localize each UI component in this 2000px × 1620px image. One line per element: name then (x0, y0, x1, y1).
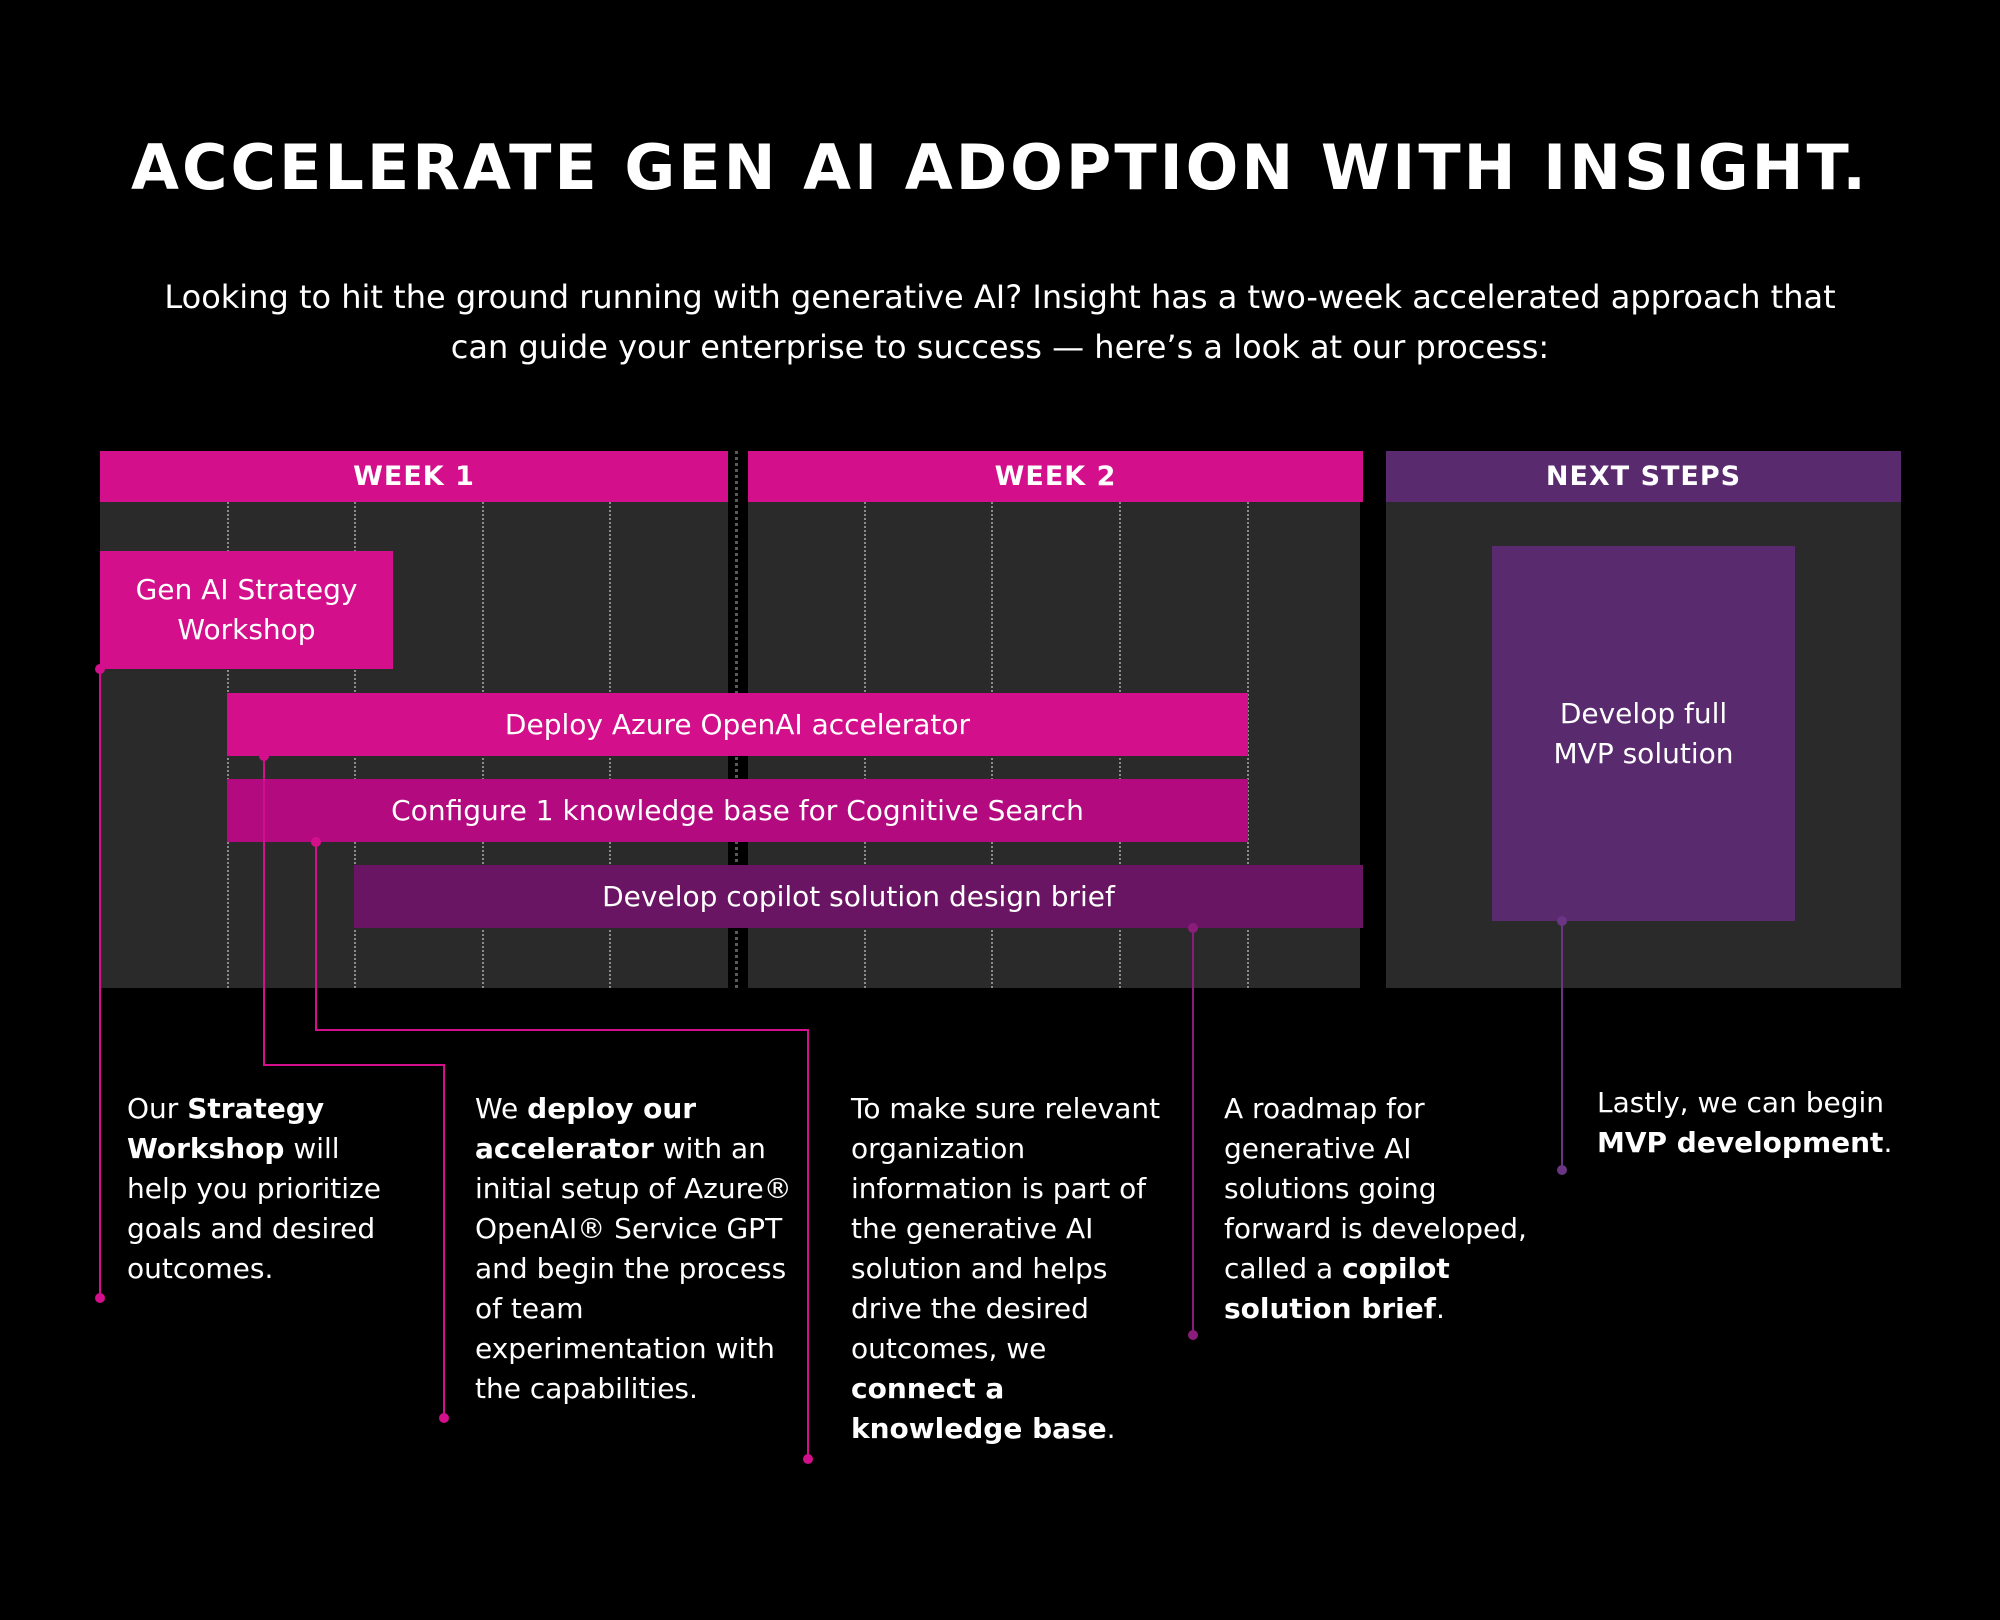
configure-knowledge-base-bar: Configure 1 knowledge base for Cognitive… (227, 779, 1248, 842)
next-steps-header: NEXT STEPS (1386, 451, 1901, 502)
mvp-description: Lastly, we can begin MVP development. (1597, 1086, 1893, 1159)
connector-dot (259, 751, 269, 761)
connector-dot (311, 837, 321, 847)
week2-header: WEEK 2 (748, 451, 1363, 502)
deploy-connector (263, 756, 445, 1418)
deploy-accelerator-bar: Deploy Azure OpenAI accelerator (227, 693, 1248, 756)
page-title: ACCELERATE GEN AI ADOPTION WITH INSIGHT. (131, 131, 1869, 204)
week1-header: WEEK 1 (100, 451, 728, 502)
connector-dot (95, 1293, 105, 1303)
brief-description: A roadmap for generative AI solutions go… (1224, 1092, 1527, 1325)
configure-connector (315, 842, 809, 1459)
copilot-design-brief-bar: Develop copilot solution design brief (354, 865, 1363, 928)
connector-dot (803, 1454, 813, 1464)
mvp-solution-bar: Develop full MVP solution (1492, 546, 1795, 921)
connector-dot (1188, 1330, 1198, 1340)
gridline (1247, 502, 1249, 988)
strategy-workshop-bar: Gen AI Strategy Workshop (100, 551, 393, 669)
connector-dot (439, 1413, 449, 1423)
connector-dot (1557, 916, 1567, 926)
connector-dot (95, 664, 105, 674)
workshop-description: Our Strategy Workshop will help you prio… (127, 1092, 381, 1285)
deploy-description: We deploy our accelerator with an initia… (475, 1092, 792, 1405)
connector-dot (1557, 1165, 1567, 1175)
intro-text: Looking to hit the ground running with g… (164, 278, 1836, 366)
configure-description: To make sure relevant organization infor… (851, 1092, 1161, 1445)
connector-dot (1188, 923, 1198, 933)
